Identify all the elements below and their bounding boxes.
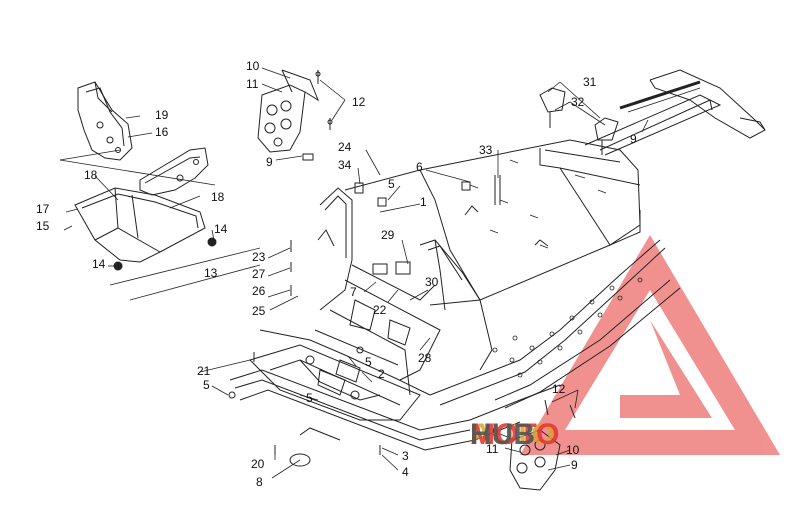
- callout-12-lower: 12: [552, 382, 566, 396]
- callout-5-top: 5: [388, 177, 395, 191]
- callout-11-lower: 11: [486, 442, 499, 456]
- callout-11-top: 11: [246, 77, 259, 91]
- callout-20: 20: [251, 457, 265, 471]
- callout-2: 2: [378, 367, 385, 381]
- callout-13: 13: [204, 266, 218, 280]
- leader-lines-top-plate: [261, 67, 346, 161]
- watermark-text-hub: HUB: [470, 418, 535, 451]
- callout-8: 8: [256, 475, 263, 489]
- callout-19: 19: [155, 108, 169, 122]
- watermark-text-moto: MOTO: [470, 418, 560, 451]
- callout-21: 21: [197, 364, 211, 378]
- callout-4: 4: [402, 465, 409, 479]
- callout-24: 24: [338, 140, 352, 154]
- top-center-plate: [257, 69, 333, 161]
- watermark-text-auto: AUTO: [470, 418, 555, 451]
- callout-9-lower-right: 9: [571, 458, 578, 472]
- callout-14-left: 14: [92, 257, 106, 271]
- callout-16: 16: [155, 125, 169, 139]
- front-frame: [259, 187, 493, 396]
- leader-lines-main: [199, 81, 649, 479]
- callout-9-top: 9: [266, 155, 273, 169]
- callout-27: 27: [252, 267, 266, 281]
- callout-34: 34: [338, 158, 352, 172]
- tunnel-body: [344, 139, 641, 306]
- watermark-logo-triangle: [520, 235, 780, 455]
- right-hand-bracket: [539, 87, 619, 155]
- callout-29: 29: [381, 228, 395, 242]
- callout-28: 28: [418, 351, 432, 365]
- callout-25: 25: [252, 304, 266, 318]
- callout-23: 23: [252, 250, 266, 264]
- callout-30: 30: [425, 275, 439, 289]
- callout-14-right: 14: [214, 222, 228, 236]
- callout-10-top: 10: [246, 59, 260, 73]
- callout-22: 22: [373, 303, 387, 317]
- callout-5-mid: 5: [365, 355, 372, 369]
- callout-1: 1: [420, 195, 427, 209]
- callout-26: 26: [252, 284, 266, 298]
- callout-7: 7: [350, 285, 357, 299]
- callout-17: 17: [36, 202, 50, 216]
- callout-10-lower: 10: [566, 443, 580, 457]
- rear-rail-extension: [584, 69, 766, 156]
- callout-33: 33: [479, 143, 493, 157]
- callout-3: 3: [402, 449, 409, 463]
- callout-9-rear: 9: [630, 132, 637, 146]
- callout-12-top: 12: [352, 95, 366, 109]
- upper-left-bracket: [77, 81, 133, 161]
- callout-5-left: 5: [203, 378, 210, 392]
- middle-left-bracket: [139, 147, 209, 196]
- bulkhead-floor: [249, 344, 421, 421]
- leader-lines-left: [59, 115, 261, 301]
- callout-32: 32: [571, 95, 585, 109]
- callout-9-lower-left: 9: [492, 425, 499, 439]
- callout-31: 31: [583, 75, 597, 89]
- callout-15: 15: [36, 219, 50, 233]
- right-side-rail: [429, 239, 681, 409]
- callout-18-right: 18: [211, 190, 225, 204]
- callout-5-floor: 5: [306, 391, 313, 405]
- callout-18-left: 18: [84, 168, 98, 182]
- front-bumper: [229, 369, 561, 467]
- lower-right-plate: [509, 399, 576, 491]
- callout-6: 6: [416, 160, 423, 174]
- hardware-parts: [228, 175, 501, 455]
